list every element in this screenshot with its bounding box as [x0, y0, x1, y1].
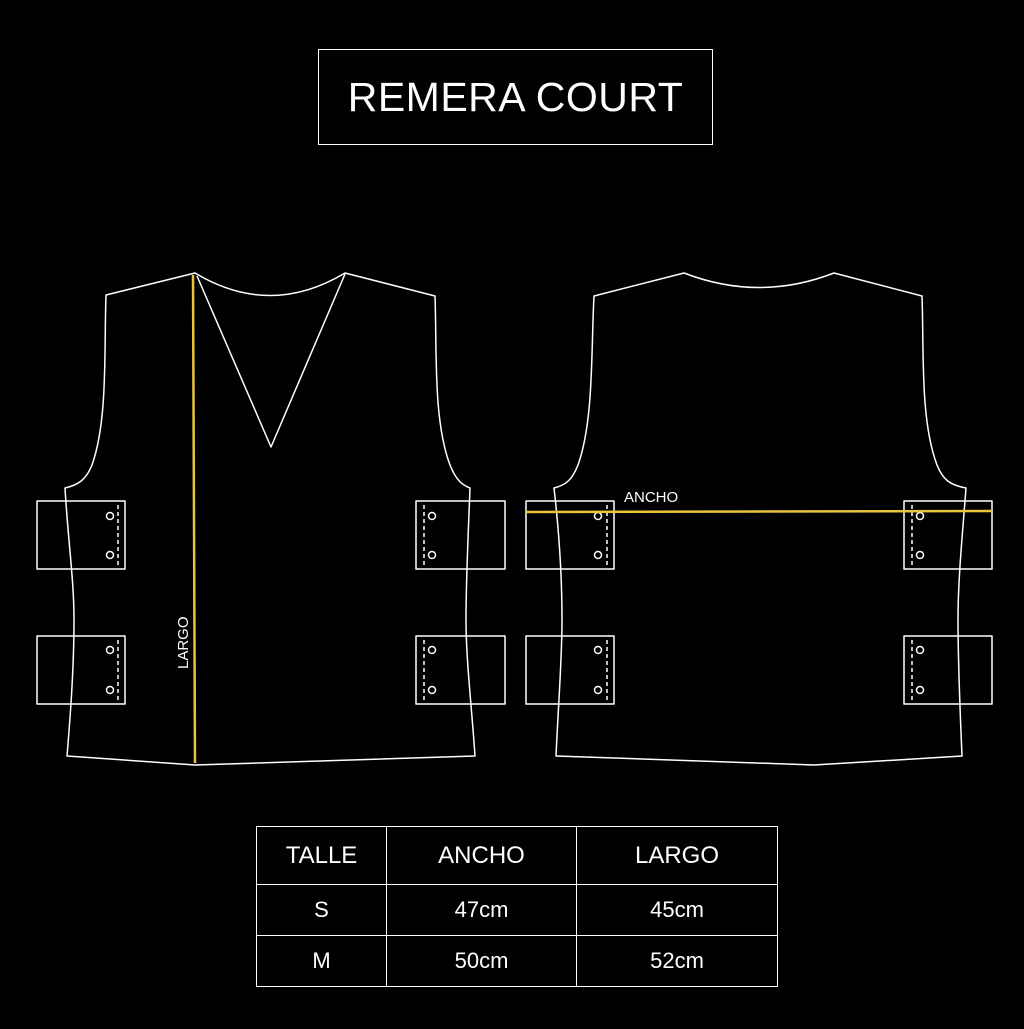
ancho-cell: 50cm	[386, 935, 577, 987]
front-view	[36, 272, 506, 766]
front-v-neck	[196, 273, 346, 448]
back-body-outline	[553, 272, 967, 766]
largo-label: LARGO	[175, 616, 192, 669]
table-row: M 50cm 52cm	[256, 935, 778, 987]
front-body-outline	[64, 272, 476, 766]
title-box: REMERA COURT	[318, 49, 713, 145]
ancho-cell: 47cm	[386, 884, 577, 936]
page-title: REMERA COURT	[347, 73, 684, 120]
front-tab-right-upper	[415, 500, 506, 570]
back-view	[525, 272, 993, 766]
header-ancho: ANCHO	[386, 826, 577, 885]
back-tab-left-lower	[525, 635, 615, 705]
ancho-measure-line	[525, 509, 993, 514]
largo-cell: 52cm	[576, 935, 778, 987]
front-tab-left-lower	[36, 635, 126, 705]
header-talle: TALLE	[256, 826, 387, 885]
ancho-label: ANCHO	[624, 489, 678, 506]
back-tab-left-upper	[525, 500, 615, 570]
table-row: S 47cm 45cm	[256, 884, 778, 936]
size-table-header-row: TALLE ANCHO LARGO	[256, 826, 778, 885]
header-largo: LARGO	[576, 826, 778, 885]
largo-cell: 45cm	[576, 884, 778, 936]
front-tab-right-lower	[415, 635, 506, 705]
size-cell: S	[256, 884, 387, 936]
front-tab-left-upper	[36, 500, 126, 570]
size-table: TALLE ANCHO LARGO S 47cm 45cm M 50cm 52c…	[256, 826, 778, 987]
back-tab-right-lower	[903, 635, 993, 705]
back-tab-right-upper	[903, 500, 993, 570]
size-cell: M	[256, 935, 387, 987]
largo-measure-line	[191, 274, 197, 764]
